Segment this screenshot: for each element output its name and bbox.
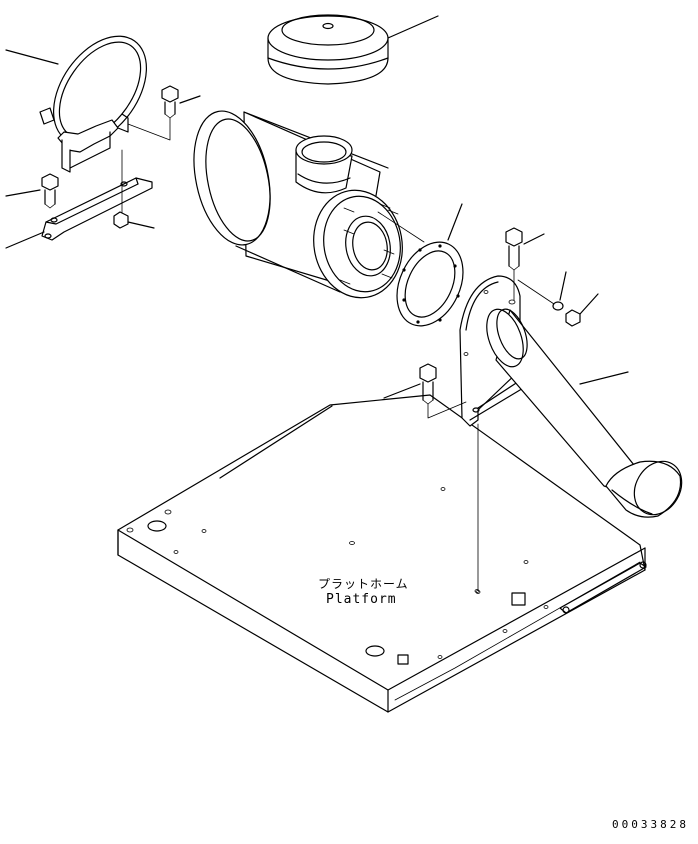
platform-label-english: Platform [326,592,397,607]
pipe-bolt [505,227,545,301]
platform-plate [117,394,647,713]
bracket-nut [113,211,155,229]
lock-washer [517,271,567,311]
platform-hole [475,590,481,594]
air-cleaner-cap [267,14,439,85]
air-cleaner-body [193,110,403,299]
outlet-pipe [459,275,683,518]
drawing-number: 00033828 [612,818,689,831]
mounting-bracket [5,149,153,249]
clamp-bolt [127,85,201,141]
gasket [377,203,464,327]
band-clamp [5,35,148,173]
platform-label-japanese: プラットホーム [318,577,409,591]
body-leader-line [219,405,333,479]
pipe-nut [565,293,599,327]
bracket-bolt [5,173,59,209]
flange-bolt [383,363,467,419]
